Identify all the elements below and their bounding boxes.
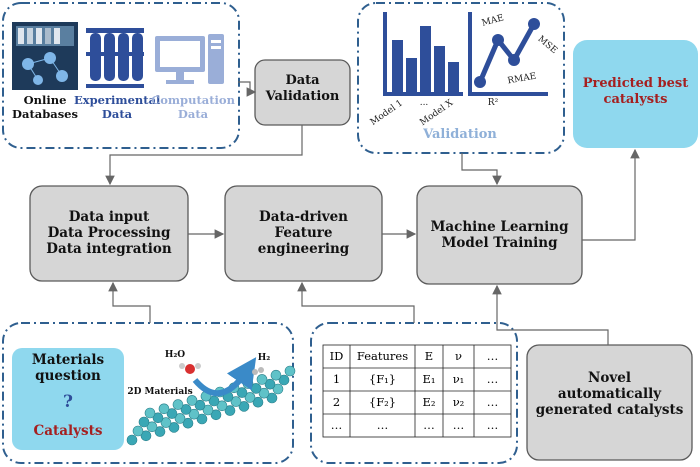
lattice-atom <box>272 383 284 395</box>
water-molecule-icon <box>179 363 201 374</box>
lattice-atom <box>188 408 200 420</box>
table-header-cell: ID <box>329 349 344 363</box>
table-header-cell: E <box>424 349 434 363</box>
materials-question-label: Materials question <box>31 352 105 385</box>
lattice-atom <box>182 417 194 429</box>
lattice-atom <box>144 407 156 419</box>
lattice-atom <box>158 403 170 415</box>
table-cell: E₂ <box>422 395 436 409</box>
feature-engineering-label: Data-driven Feature engineering <box>257 209 350 258</box>
catalysts-label: Catalysts <box>33 423 103 439</box>
lattice-atom <box>166 408 178 419</box>
lattice-atom <box>172 399 184 410</box>
lattice-atom <box>168 422 180 433</box>
computation-data-label: Computation Data <box>151 93 235 121</box>
hydrogen-molecule-icon <box>252 367 264 375</box>
lattice-atom <box>230 396 242 407</box>
sources-panel <box>2 2 240 149</box>
table-cell: … <box>330 418 343 432</box>
table-cell: E₁ <box>422 372 436 386</box>
lattice-atom <box>194 399 206 411</box>
experimental-data-label: Experimental Data <box>74 93 161 121</box>
table-cell: ν₁ <box>452 372 465 386</box>
table-cell: … <box>376 418 389 432</box>
feature-table <box>322 344 512 438</box>
lattice-atom <box>258 387 270 399</box>
data-validation-label: Data Validation <box>265 73 340 104</box>
table-panel <box>310 322 518 464</box>
lattice-atom <box>132 425 144 437</box>
lattice-atom <box>216 400 228 412</box>
table-cell: … <box>423 418 435 432</box>
lattice-atom <box>202 404 214 416</box>
table-cell: ν₂ <box>452 395 465 409</box>
h2o-label: H₂O <box>164 350 186 360</box>
lattice-atom <box>278 374 290 386</box>
test-tubes-icon <box>86 28 144 88</box>
lattice-atom <box>146 421 158 433</box>
lattice-atom <box>180 404 192 415</box>
table-cell: {F₂} <box>368 395 397 409</box>
novel-catalysts-label: Novel automatically generated catalysts <box>535 370 684 419</box>
lattice-atom <box>266 392 278 404</box>
online-databases-label: Online Databases <box>12 93 78 121</box>
lattice-atom <box>140 430 152 442</box>
lattice-atom <box>224 405 236 416</box>
ml-training-box <box>416 185 583 285</box>
ml-training-label: Machine Learning Model Training <box>430 219 569 252</box>
lattice-atom <box>174 413 186 424</box>
lattice-atom <box>256 374 268 385</box>
lattice-atom <box>154 426 166 437</box>
bar-chart-icon <box>383 12 463 96</box>
model-dots-label: ... <box>419 98 429 108</box>
table-cell: 1 <box>332 372 341 386</box>
predicted-box <box>573 40 698 148</box>
line-chart-icon <box>468 12 548 96</box>
2d-materials-label: 2D Materials <box>127 387 193 397</box>
lattice-atom <box>160 417 172 428</box>
table-cell: … <box>486 372 499 386</box>
lattice-atom <box>270 369 282 381</box>
table-header-cell: Features <box>356 349 409 363</box>
lattice-atom <box>252 396 264 408</box>
table-header-cell: … <box>486 349 499 363</box>
validation-title: Validation <box>423 127 497 142</box>
table-cell: … <box>452 418 465 432</box>
metric-r2-label: R² <box>487 98 499 108</box>
table-cell: {F₁} <box>368 372 397 386</box>
lattice-atom <box>242 378 254 389</box>
table-header-cell: ν <box>455 349 462 363</box>
question-mark: ? <box>63 392 73 412</box>
lattice-atom <box>244 392 256 403</box>
data-input-label: Data input Data Processing Data integrat… <box>46 209 172 258</box>
database-icon <box>12 22 78 90</box>
predicted-catalysts-label: Predicted best catalysts <box>582 76 689 107</box>
materials-panel <box>2 322 294 464</box>
computer-icon <box>155 34 224 84</box>
lattice-atom <box>186 395 198 406</box>
lattice-atom <box>238 401 250 412</box>
lattice-atom <box>138 416 150 428</box>
novel-catalysts-box <box>526 344 693 461</box>
table-cell: … <box>486 395 499 409</box>
h2-label: H₂ <box>257 353 271 363</box>
lattice-atom <box>264 378 276 390</box>
materials-question-box <box>12 348 124 450</box>
lattice-atom <box>284 365 296 377</box>
lattice-atom <box>126 434 138 446</box>
lattice-atom <box>152 412 164 424</box>
table-cell: … <box>486 418 499 432</box>
table-cell: 2 <box>332 395 341 409</box>
2d-material-icon <box>126 365 296 446</box>
validation-panel <box>357 2 565 154</box>
reaction-arrow-icon <box>192 357 257 397</box>
lattice-atom <box>196 413 208 425</box>
lattice-atom <box>210 409 222 421</box>
